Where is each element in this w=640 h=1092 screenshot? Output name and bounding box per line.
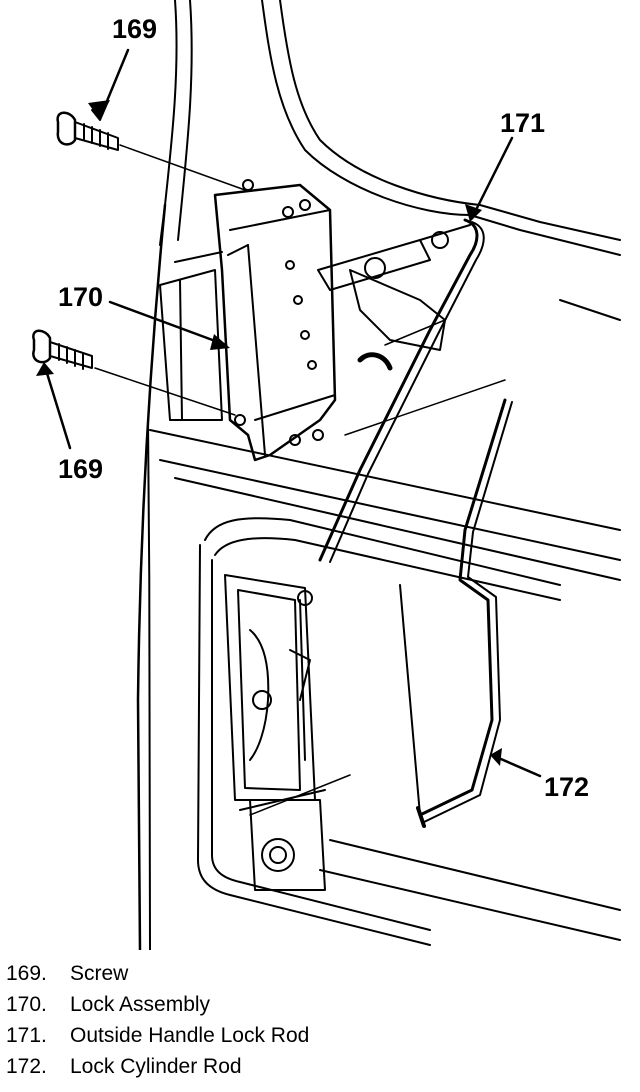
legend-number: 170. — [6, 992, 47, 1016]
lock-assembly — [159, 179, 337, 462]
callout-arrows — [36, 48, 542, 778]
handle-recess — [197, 517, 561, 946]
callout-169-lower: 169 — [58, 454, 104, 484]
arrow-172 — [492, 754, 542, 778]
screw-upper — [56, 111, 119, 151]
screw-lower — [32, 329, 93, 370]
callout-169-upper: 169 — [112, 14, 158, 44]
callout-170: 170 — [58, 282, 104, 312]
alignment-lines — [94, 144, 506, 816]
legend-item: 171. Outside Handle Lock Rod — [6, 1020, 636, 1051]
arrow-171 — [470, 136, 514, 220]
legend-label: Outside Handle Lock Rod — [70, 1023, 310, 1047]
outside-handle-lock-rod — [318, 218, 485, 563]
callout-172: 172 — [544, 772, 590, 802]
legend-label: Lock Assembly — [70, 992, 211, 1016]
legend-item: 172. Lock Cylinder Rod — [6, 1051, 636, 1082]
legend-label: Screw — [70, 961, 129, 985]
legend-number: 172. — [6, 1054, 47, 1078]
door-frame — [136, 0, 621, 950]
legend-number: 171. — [6, 1023, 47, 1047]
arrow-170 — [108, 300, 228, 347]
callout-171: 171 — [500, 108, 546, 138]
parts-legend: 169. Screw 170. Lock Assembly 171. Outsi… — [6, 958, 636, 1082]
legend-number: 169. — [6, 961, 47, 985]
lock-linkage — [317, 224, 471, 371]
arrow-169-lower — [44, 368, 72, 450]
legend-item: 170. Lock Assembly — [6, 989, 636, 1020]
door-lock-exploded-diagram — [32, 0, 621, 950]
legend-label: Lock Cylinder Rod — [70, 1054, 242, 1078]
legend-item: 169. Screw — [6, 958, 636, 989]
lock-cylinder-rod — [416, 398, 513, 828]
